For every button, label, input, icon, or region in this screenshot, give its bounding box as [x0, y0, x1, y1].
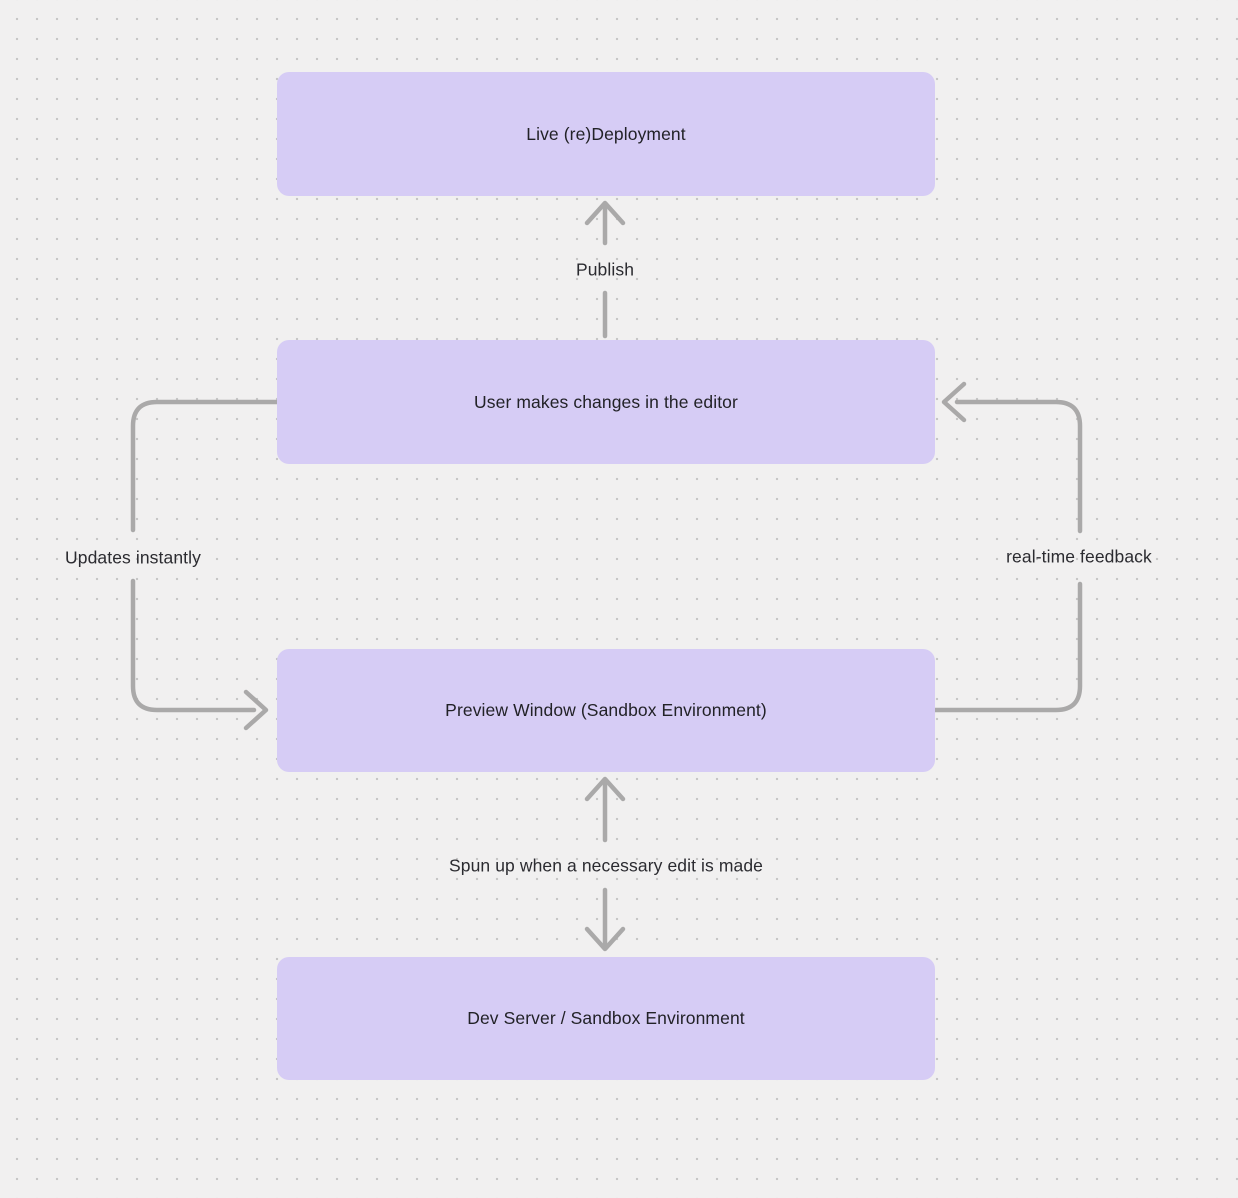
node-label: User makes changes in the editor	[474, 391, 738, 412]
node-preview-window[interactable]: Preview Window (Sandbox Environment)	[277, 649, 935, 772]
edge-label-publish[interactable]: Publish	[575, 259, 635, 280]
node-live-redeployment[interactable]: Live (re)Deployment	[277, 72, 935, 196]
edge-realtime-feedback[interactable]	[932, 381, 1083, 713]
edge-label-updates-instantly[interactable]: Updates instantly	[65, 547, 201, 568]
node-dev-server[interactable]: Dev Server / Sandbox Environment	[277, 957, 935, 1080]
node-label: Dev Server / Sandbox Environment	[467, 1008, 745, 1028]
node-user-editor[interactable]: User makes changes in the editor	[277, 340, 935, 464]
edge-spun-up[interactable]	[584, 776, 626, 952]
edge-label-spun-up[interactable]: Spun up when a necessary edit is made	[448, 855, 764, 876]
edge-publish[interactable]	[584, 200, 626, 339]
edge-label-realtime-feedback[interactable]: real-time feedback	[1006, 546, 1152, 567]
node-label: Preview Window (Sandbox Environment)	[445, 700, 767, 720]
node-label: Live (re)Deployment	[526, 123, 686, 144]
edge-updates-instantly[interactable]	[130, 399, 280, 731]
